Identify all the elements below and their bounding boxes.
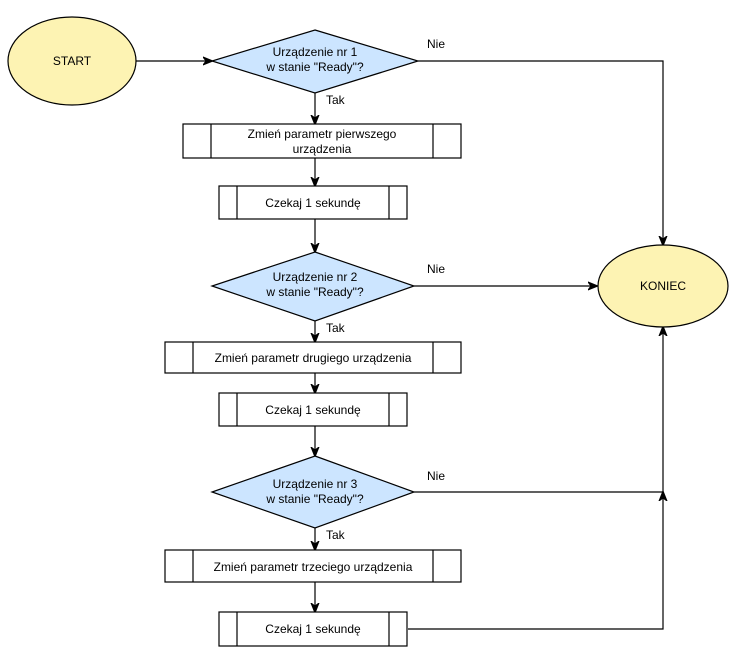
process-node-1: Zmień parametr pierwszego urządzenia: [182, 123, 462, 159]
end-label: KONIEC: [640, 279, 686, 293]
edges: [136, 60, 663, 630]
decision-node-1: Urządzenie nr 1 w stanie "Ready"?: [209, 29, 421, 94]
decision1-line2: w stanie "Ready"?: [265, 60, 364, 74]
decision3-no-label: Nie: [427, 469, 445, 483]
process1-line2: urządzenia: [293, 142, 352, 156]
wait1-label: Czekaj 1 sekundę: [265, 196, 361, 210]
decision3-line2: w stanie "Ready"?: [265, 492, 364, 506]
process-node-3: Zmień parametr trzeciego urządzenia: [164, 549, 462, 583]
decision-node-2: Urządzenie nr 2 w stanie "Ready"?: [210, 251, 416, 322]
wait3-label: Czekaj 1 sekundę: [265, 622, 361, 636]
process1-line1: Zmień parametr pierwszego: [248, 127, 397, 141]
process3-label: Zmień parametr trzeciego urządzenia: [214, 560, 413, 574]
decision2-yes-label: Tak: [326, 321, 346, 335]
decision1-no-label: Nie: [427, 37, 445, 51]
decision2-line2: w stanie "Ready"?: [265, 285, 364, 299]
wait-node-2: Czekaj 1 sekundę: [218, 392, 408, 427]
process-node-2: Zmień parametr drugiego urządzenia: [164, 341, 462, 374]
wait-node-1: Czekaj 1 sekundę: [218, 185, 408, 220]
decision1-line1: Urządzenie nr 1: [273, 45, 358, 59]
decision3-yes-label: Tak: [326, 528, 346, 542]
decision2-line1: Urządzenie nr 2: [273, 270, 358, 284]
end-node: KONIEC: [597, 244, 729, 328]
decision3-line1: Urządzenie nr 3: [273, 477, 358, 491]
decision-node-3: Urządzenie nr 3 w stanie "Ready"?: [210, 455, 416, 529]
decision1-yes-label: Tak: [326, 93, 346, 107]
wait2-label: Czekaj 1 sekundę: [265, 403, 361, 417]
process2-label: Zmień parametr drugiego urządzenia: [215, 351, 412, 365]
edge-wait3-to-end: [408, 492, 663, 630]
edge-decision1-no: [418, 60, 663, 245]
start-label: START: [53, 54, 92, 68]
decision2-no-label: Nie: [427, 262, 445, 276]
wait-node-3: Czekaj 1 sekundę: [218, 611, 408, 647]
start-node: START: [7, 16, 137, 106]
